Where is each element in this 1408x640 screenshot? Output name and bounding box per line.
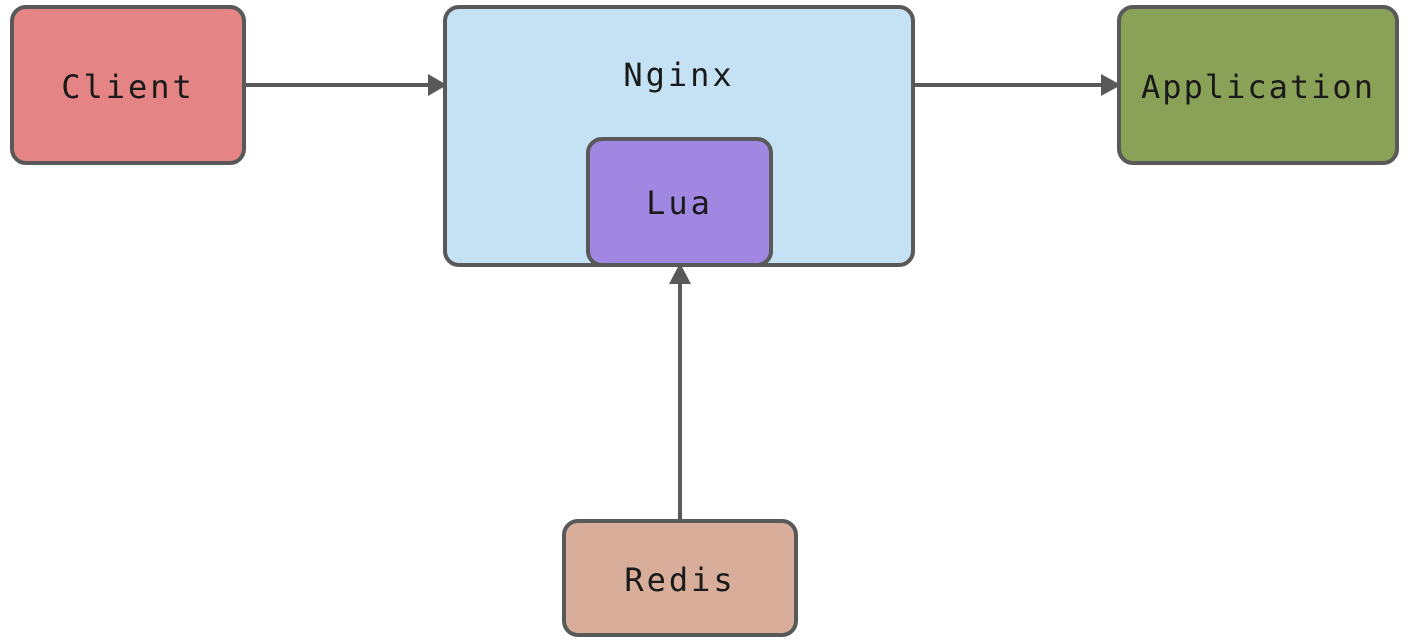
- redis-label: Redis: [624, 561, 736, 599]
- application-node: Application: [1117, 5, 1399, 165]
- client-to-nginx-arrow: [246, 74, 447, 96]
- redis-to-lua-arrow: [669, 263, 691, 519]
- lua-label: Lua: [646, 184, 713, 222]
- redis-node: Redis: [562, 519, 798, 637]
- application-label: Application: [1141, 68, 1375, 106]
- client-label: Client: [61, 68, 195, 106]
- nginx-label: Nginx: [623, 56, 735, 94]
- client-node: Client: [10, 5, 246, 165]
- lua-node: Lua: [586, 137, 773, 267]
- nginx-to-application-arrow: [915, 74, 1121, 96]
